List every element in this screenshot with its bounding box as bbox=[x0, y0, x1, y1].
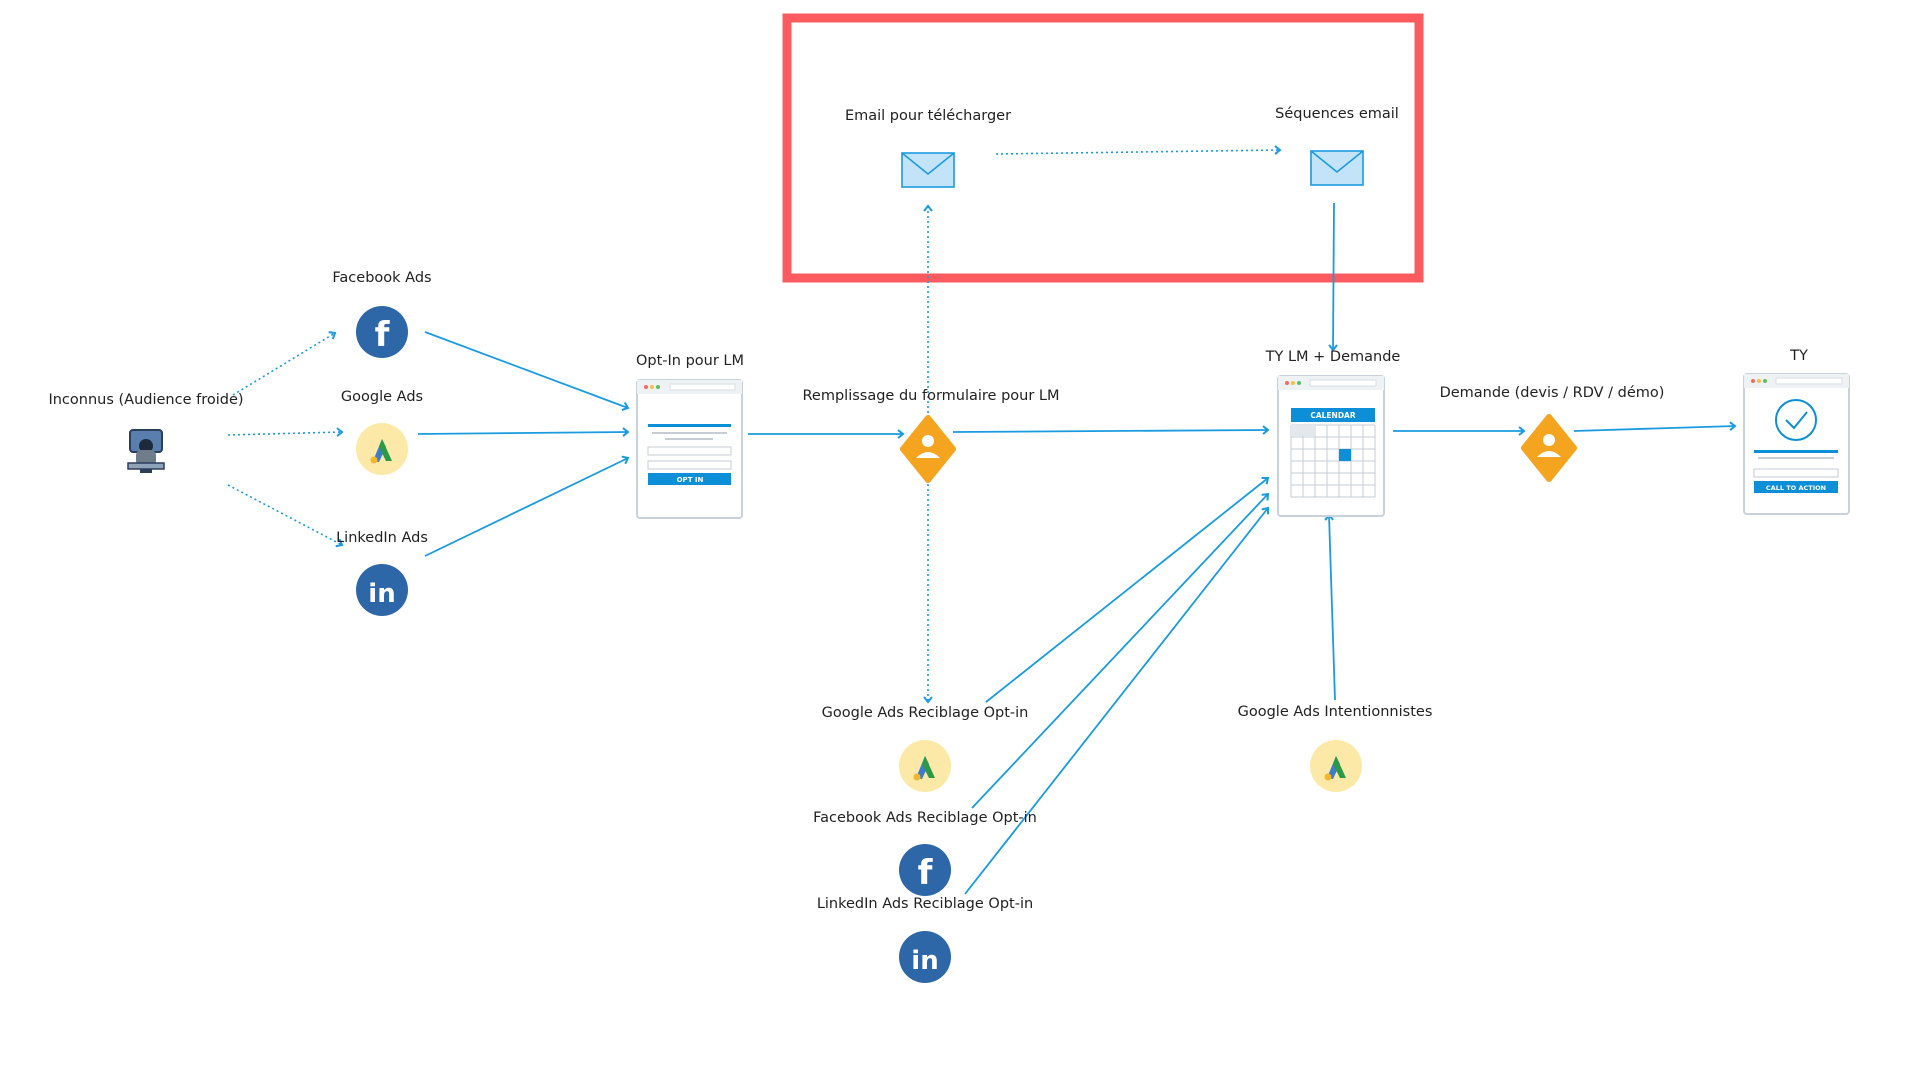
connector-retarget-facebook-ty-lm bbox=[971, 492, 1270, 809]
svg-text:f: f bbox=[375, 315, 391, 355]
connector-retarget-google-ty-lm bbox=[985, 476, 1270, 703]
label-google-ads: Google Ads bbox=[340, 389, 424, 405]
envelope-icon-sequences bbox=[1310, 150, 1364, 186]
intent-google-node bbox=[1310, 740, 1362, 792]
connector-request-ty bbox=[1573, 421, 1737, 432]
label-cold-audience: Inconnus (Audience froide) bbox=[48, 392, 244, 408]
label-linkedin-ads: LinkedIn Ads bbox=[336, 530, 428, 546]
label-facebook-ads: Facebook Ads bbox=[332, 270, 432, 286]
connector-sequences-ty-lm bbox=[1328, 202, 1338, 352]
label-retarget-linkedin: LinkedIn Ads Reciblage Opt-in bbox=[816, 896, 1034, 912]
highlight-box bbox=[782, 13, 1424, 283]
form-fill-diamond bbox=[900, 415, 956, 483]
calendar-page-icon: CALENDAR bbox=[1277, 375, 1385, 517]
request-diamond bbox=[1521, 414, 1577, 482]
connector-cold-google bbox=[227, 427, 344, 437]
linkedin-ads-node: in bbox=[356, 564, 408, 616]
optin-button-text: OPT IN bbox=[677, 476, 704, 484]
connector-retarget-linkedin-ty-lm bbox=[964, 506, 1270, 895]
label-optin: Opt-In pour LM bbox=[635, 353, 745, 369]
connector-linkedin-optin bbox=[424, 455, 630, 557]
thank-you-page-icon: CALL TO ACTION bbox=[1743, 373, 1850, 515]
google-ads-node bbox=[356, 423, 408, 475]
connector-google-optin bbox=[417, 427, 630, 437]
label-form-fill: Remplissage du formulaire pour LM bbox=[802, 388, 1060, 404]
label-retarget-facebook: Facebook Ads Reciblage Opt-in bbox=[813, 810, 1037, 826]
connector-form-ty-lm bbox=[952, 425, 1270, 435]
retarget-linkedin-node: in bbox=[899, 931, 951, 983]
label-ty: TY bbox=[1790, 348, 1808, 364]
computer-user-icon bbox=[127, 429, 165, 473]
label-email-sequences: Séquences email bbox=[1275, 106, 1399, 122]
cta-button-text: CALL TO ACTION bbox=[1766, 484, 1826, 492]
svg-text:in: in bbox=[911, 946, 938, 976]
retarget-google-node bbox=[899, 740, 951, 792]
facebook-ads-node: f bbox=[356, 306, 408, 358]
retarget-facebook-node: f bbox=[899, 844, 951, 896]
label-ty-lm: TY LM + Demande bbox=[1265, 349, 1401, 365]
connector-email-sequences bbox=[995, 145, 1282, 155]
label-retarget-google: Google Ads Reciblage Opt-in bbox=[821, 705, 1029, 721]
envelope-icon-download bbox=[901, 152, 955, 188]
connector-intent-ty-lm bbox=[1324, 513, 1336, 701]
connector-cold-linkedin bbox=[227, 484, 344, 548]
connector-cold-facebook bbox=[232, 331, 337, 396]
label-intent-google: Google Ads Intentionnistes bbox=[1237, 704, 1433, 720]
svg-text:in: in bbox=[368, 579, 395, 609]
connector-facebook-optin bbox=[424, 331, 630, 411]
svg-text:f: f bbox=[918, 853, 934, 893]
label-email-download: Email pour télécharger bbox=[844, 108, 1012, 124]
optin-page-icon: OPT IN bbox=[636, 379, 743, 519]
label-request: Demande (devis / RDV / démo) bbox=[1439, 385, 1665, 401]
calendar-header-text: CALENDAR bbox=[1310, 411, 1356, 420]
